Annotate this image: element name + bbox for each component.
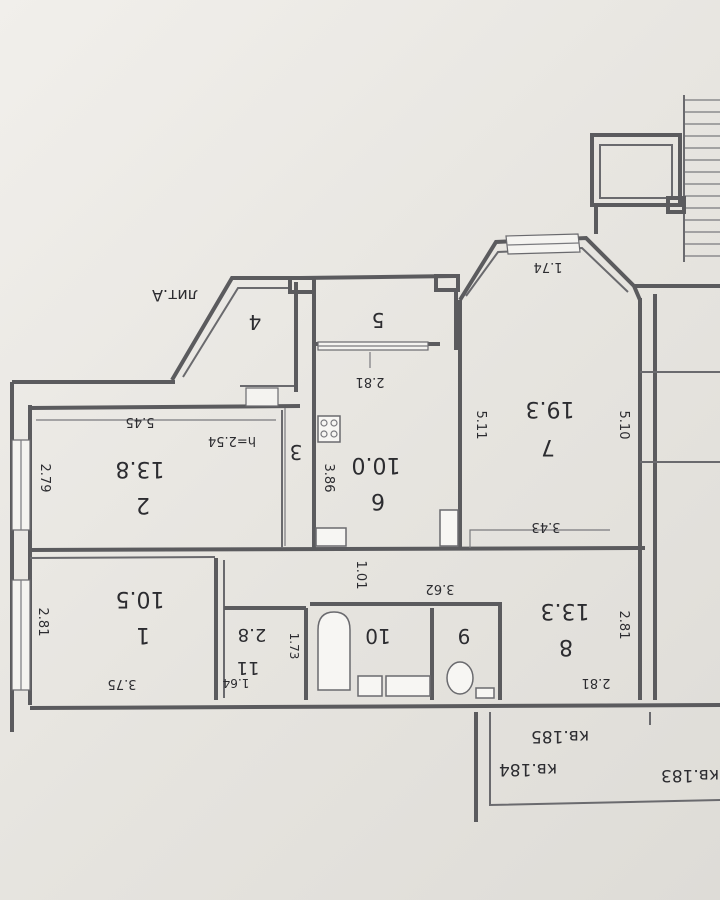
windows <box>11 233 581 691</box>
column-1 <box>288 276 316 294</box>
dim-281-room-8-bottom: 2.81 <box>582 675 611 690</box>
vent-duct-icon <box>439 509 459 547</box>
balcony-4-wall <box>170 276 300 382</box>
room-3-number: 3 <box>290 440 303 464</box>
dim-545: 5.45 <box>126 414 155 429</box>
dim-362: 3.62 <box>426 581 455 596</box>
room-5-number: 5 <box>372 308 385 332</box>
upper-balcony <box>590 133 682 207</box>
room-7-top-wall <box>458 235 642 302</box>
dim-511: 5.11 <box>473 411 488 440</box>
dim-line-343 <box>469 529 610 548</box>
room-1-area: 10.5 <box>116 586 165 611</box>
column-3 <box>666 196 686 214</box>
dim-510: 5.10 <box>616 411 631 440</box>
dim-281-room-8-side: 2.81 <box>616 611 631 640</box>
dimension-lines <box>36 352 610 548</box>
upper-balcony-inner <box>599 144 673 199</box>
room-8-number: 8 <box>559 634 573 659</box>
dim-281-room-6: 2.81 <box>356 374 385 389</box>
toilet-icon <box>446 661 474 695</box>
room-10-number: 10 <box>365 624 390 648</box>
room-11-area: 2.8 <box>238 624 267 645</box>
stove-icon <box>317 415 341 443</box>
fixtures <box>288 196 686 699</box>
apartment-185-label: кв.185 <box>531 726 589 746</box>
dim-164: 1.64 <box>223 676 250 690</box>
room-6-area: 10.0 <box>352 452 401 477</box>
dim-ceiling-height: h=2.54 <box>208 433 256 448</box>
dim-279: 2.79 <box>37 464 52 493</box>
bathtub-icon <box>317 611 351 691</box>
apartment-183-label: кв.183 <box>661 765 719 785</box>
room-2-area: 13.8 <box>116 456 165 481</box>
balcony-5-top-wall <box>299 274 456 280</box>
room-4-number: 4 <box>249 310 262 334</box>
balcony-door <box>245 387 279 407</box>
room-7-area: 19.3 <box>526 396 575 421</box>
room-7-number: 7 <box>541 434 555 459</box>
apartment-184-label: кв.184 <box>499 759 557 779</box>
labels: лит.А 4 5 5.45 h=2.54 3 2.79 13.8 2 2.81… <box>35 259 719 785</box>
sink-icon <box>315 527 347 547</box>
dim-173: 1.73 <box>287 633 301 660</box>
balcony-4-inner <box>182 287 292 378</box>
washing-machine-icon <box>385 675 431 697</box>
bottom-outer-wall <box>29 703 720 710</box>
dim-343: 3.43 <box>532 519 561 534</box>
dim-101: 1.01 <box>353 561 368 590</box>
room-8-area: 13.3 <box>541 598 590 623</box>
room-11-number: 11 <box>237 657 260 678</box>
dim-386: 3.86 <box>321 464 336 493</box>
toilet-tank-icon <box>475 687 495 699</box>
building-label: лит.А <box>152 286 198 305</box>
column-2 <box>434 274 460 292</box>
room-9-number: 9 <box>458 624 471 648</box>
room-6-number: 6 <box>371 488 385 513</box>
right-side-walls <box>640 371 720 463</box>
room-1-number: 1 <box>136 622 150 647</box>
corridor-top-inner <box>29 556 216 559</box>
stair-hatch <box>683 95 720 262</box>
corridor-top-wall <box>29 546 646 552</box>
kv184-outline <box>489 712 720 807</box>
washbasin-icon <box>357 675 383 697</box>
bath-block-wall <box>310 602 502 700</box>
dim-375: 3.75 <box>108 676 137 691</box>
room-2-number: 2 <box>136 492 150 517</box>
dim-174: 1.74 <box>534 259 563 274</box>
dim-281-room-1: 2.81 <box>35 608 50 637</box>
